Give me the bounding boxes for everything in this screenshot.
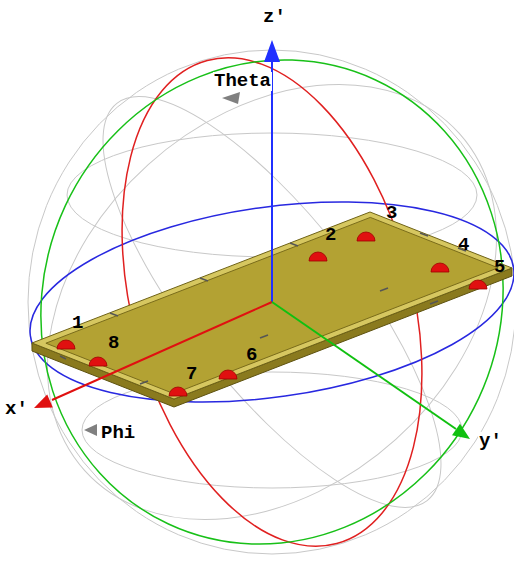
circuit-board — [290, 243, 298, 246]
port-number: 6 — [246, 346, 257, 365]
axis-label: y' — [478, 432, 503, 451]
axes — [452, 424, 470, 439]
port-number: 4 — [458, 236, 469, 255]
axes — [272, 302, 456, 429]
axis-label: x' — [4, 400, 29, 419]
port-cone — [169, 387, 187, 396]
axes — [264, 40, 280, 62]
axes — [84, 424, 97, 436]
port-cone — [57, 232, 487, 396]
port-cone — [219, 370, 237, 379]
port-number: 1 — [72, 314, 83, 333]
port-number: 7 — [186, 365, 197, 384]
port-cone — [431, 263, 449, 272]
circuit-board — [60, 233, 466, 384]
circuit-board — [420, 233, 428, 236]
circuit-board — [260, 335, 268, 338]
axis-label: z' — [262, 8, 287, 27]
equator-ring — [17, 174, 514, 430]
axes — [271, 60, 273, 302]
circuit-board — [200, 278, 208, 281]
port-cone — [89, 357, 107, 366]
port-number: 2 — [325, 226, 336, 245]
axes — [222, 92, 240, 104]
port-cone — [357, 232, 375, 241]
circuit-board — [430, 301, 438, 304]
sphere-grid — [28, 50, 514, 554]
circuit-board — [60, 356, 66, 359]
port-cone — [469, 280, 487, 289]
circuit-board — [110, 313, 118, 316]
axis-label: Theta — [213, 72, 272, 91]
port-number: 8 — [108, 334, 119, 353]
circuit-board — [380, 288, 388, 291]
port-cone — [57, 340, 75, 349]
circuit-board — [140, 381, 148, 384]
axis-label: Phi — [100, 424, 136, 443]
port-number: 5 — [494, 258, 505, 277]
axes — [34, 40, 470, 439]
port-number: 3 — [386, 204, 397, 223]
port-cone — [309, 252, 327, 261]
axes — [52, 302, 272, 400]
axes — [34, 395, 53, 408]
